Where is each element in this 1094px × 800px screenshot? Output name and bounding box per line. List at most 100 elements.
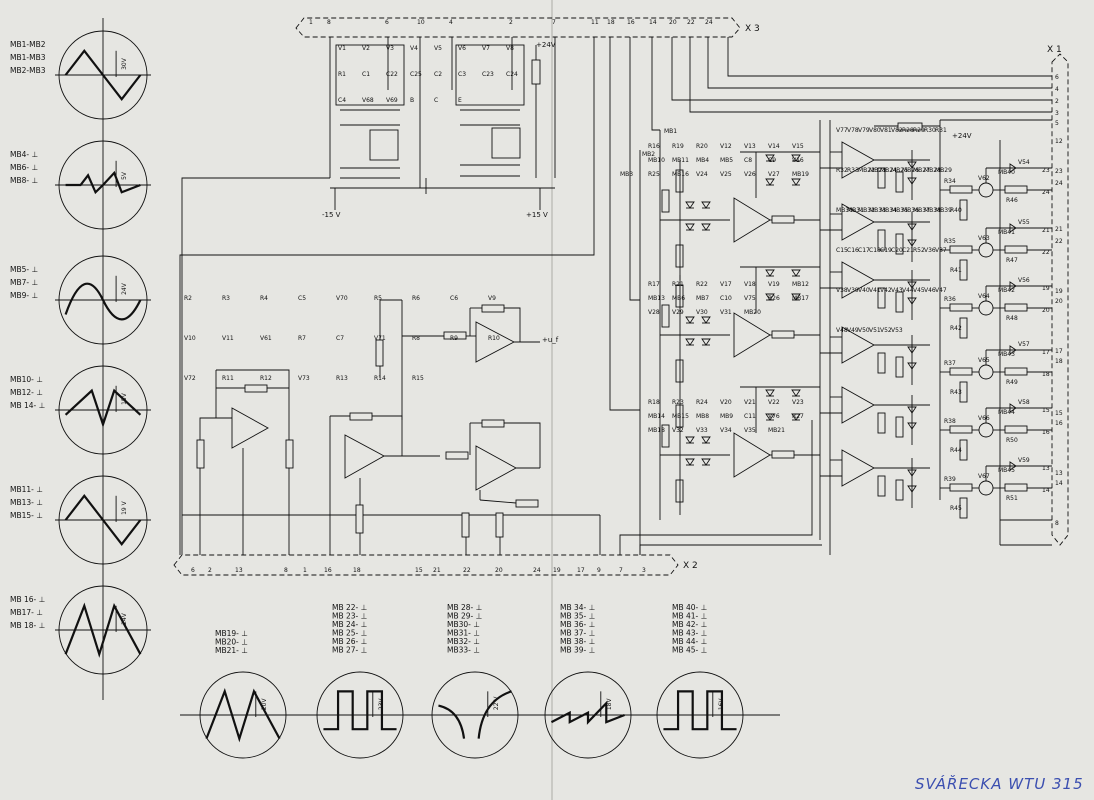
- scope-amplitude: 16V: [718, 698, 725, 711]
- component-label: C: [434, 97, 438, 104]
- scope-amplitude: 22 V: [493, 696, 500, 711]
- x1-pin: 19: [1055, 288, 1063, 295]
- component-label: V8: [506, 45, 514, 52]
- component-label: V13: [744, 143, 756, 150]
- scope-amplitude: 18V: [606, 698, 613, 711]
- component-label: V80: [869, 127, 881, 134]
- component-label: R28: [902, 127, 914, 134]
- scope-probe-label: MB10- ⊥: [10, 375, 43, 384]
- resistor-label: R48: [1006, 315, 1018, 322]
- scope-probe-label: MB 27- ⊥: [332, 646, 367, 655]
- scope-amplitude: 23V: [378, 698, 385, 711]
- component-label: C25: [410, 71, 422, 78]
- component-label: V73: [298, 375, 310, 382]
- component-label: E: [458, 97, 462, 104]
- transistor-label: V65: [978, 357, 990, 364]
- x3-pin: 18: [607, 19, 615, 26]
- component-label: R22: [696, 281, 708, 288]
- component-label: V68: [362, 97, 374, 104]
- scope-probe-label: MB17- ⊥: [10, 608, 43, 617]
- component-label: R32: [836, 167, 848, 174]
- component-label: V78: [847, 127, 859, 134]
- x1-pin-ref: 13: [1042, 465, 1050, 472]
- scope-probe-label: MB1-MB2: [10, 40, 46, 49]
- component-label: R1: [338, 71, 346, 78]
- x2-pin: 1: [303, 567, 307, 574]
- component-label: R2: [184, 295, 192, 302]
- component-label: MB39: [935, 207, 952, 214]
- component-label: MB19: [792, 171, 809, 178]
- x2-pin: 3: [642, 567, 646, 574]
- component-label: MB16: [672, 171, 689, 178]
- component-label: V50: [858, 327, 870, 334]
- scope-probe-label: MB32- ⊥: [447, 637, 480, 646]
- x1-pin: 12: [1055, 138, 1063, 145]
- transistor-label: V62: [978, 175, 990, 182]
- component-label: MB28: [924, 167, 941, 174]
- component-label: C15: [836, 247, 848, 254]
- component-label: V21: [744, 399, 756, 406]
- component-label: R21: [672, 281, 684, 288]
- output-opamp: [820, 261, 930, 320]
- component-label: MB31: [847, 207, 864, 214]
- x1-pin: 3: [1055, 110, 1059, 117]
- x3-pin: 11: [591, 19, 599, 26]
- net-label: MB2: [642, 151, 655, 158]
- component-label: V2: [362, 45, 370, 52]
- scope-probe-label: MB19- ⊥: [215, 629, 248, 638]
- x2-pin: 19: [553, 567, 561, 574]
- resistor-label: R44: [950, 447, 962, 454]
- transistor-label: V66: [978, 415, 990, 422]
- diode-label: V59: [1018, 457, 1030, 464]
- x2-pin: 15: [415, 567, 423, 574]
- scope-probe-label: MB 16- ⊥: [10, 595, 45, 604]
- component-label: C4: [338, 97, 346, 104]
- x1-pin: 17: [1055, 348, 1063, 355]
- component-label: MB14: [648, 413, 665, 420]
- component-label: R24: [696, 399, 708, 406]
- component-label: V82: [891, 127, 903, 134]
- scope-amplitude: 20V: [261, 698, 268, 711]
- component-label: C7: [336, 335, 344, 342]
- x2-pin: 24: [533, 567, 541, 574]
- component-label: C21: [902, 247, 914, 254]
- resistor-label: R38: [944, 418, 956, 425]
- transistor-label: V63: [978, 235, 990, 242]
- scope-probe-label: MB8- ⊥: [10, 176, 38, 185]
- scope-probe-label: MB 40- ⊥: [672, 603, 707, 612]
- component-label: C2: [434, 71, 442, 78]
- component-label: MB17: [792, 295, 809, 302]
- component-label: MB32: [858, 207, 875, 214]
- x2-pin: 6: [191, 567, 195, 574]
- scope-probe-label: MB1-MB3: [10, 53, 46, 62]
- x3-pin: 6: [385, 19, 389, 26]
- component-label: R29: [913, 127, 925, 134]
- x1-pin: 5: [1055, 120, 1059, 127]
- scope-probe-label: MB11- ⊥: [10, 485, 43, 494]
- resistor-label: R49: [1006, 379, 1018, 386]
- x3-pin: 16: [627, 19, 635, 26]
- x1-pin: 13: [1055, 470, 1063, 477]
- supply-neg15: -15 V: [322, 211, 341, 219]
- x1-pin: 2: [1055, 98, 1059, 105]
- comparator-channels: [660, 151, 820, 515]
- component-label: C3: [458, 71, 466, 78]
- supply-uf: +u_f: [542, 336, 559, 344]
- supply-pos24: +24V: [536, 41, 556, 49]
- central-block: [196, 299, 541, 555]
- x1-pin-ref: 22: [1042, 249, 1050, 256]
- component-label: R19: [672, 143, 684, 150]
- component-label: V71: [374, 335, 386, 342]
- x1-pin-ref: 15: [1042, 407, 1050, 414]
- component-label: B: [410, 97, 414, 104]
- channel-2: [660, 266, 820, 395]
- component-label: V30: [696, 309, 708, 316]
- component-label: C19: [880, 247, 892, 254]
- x2-pin: 21: [433, 567, 441, 574]
- output-opamp: [820, 141, 930, 200]
